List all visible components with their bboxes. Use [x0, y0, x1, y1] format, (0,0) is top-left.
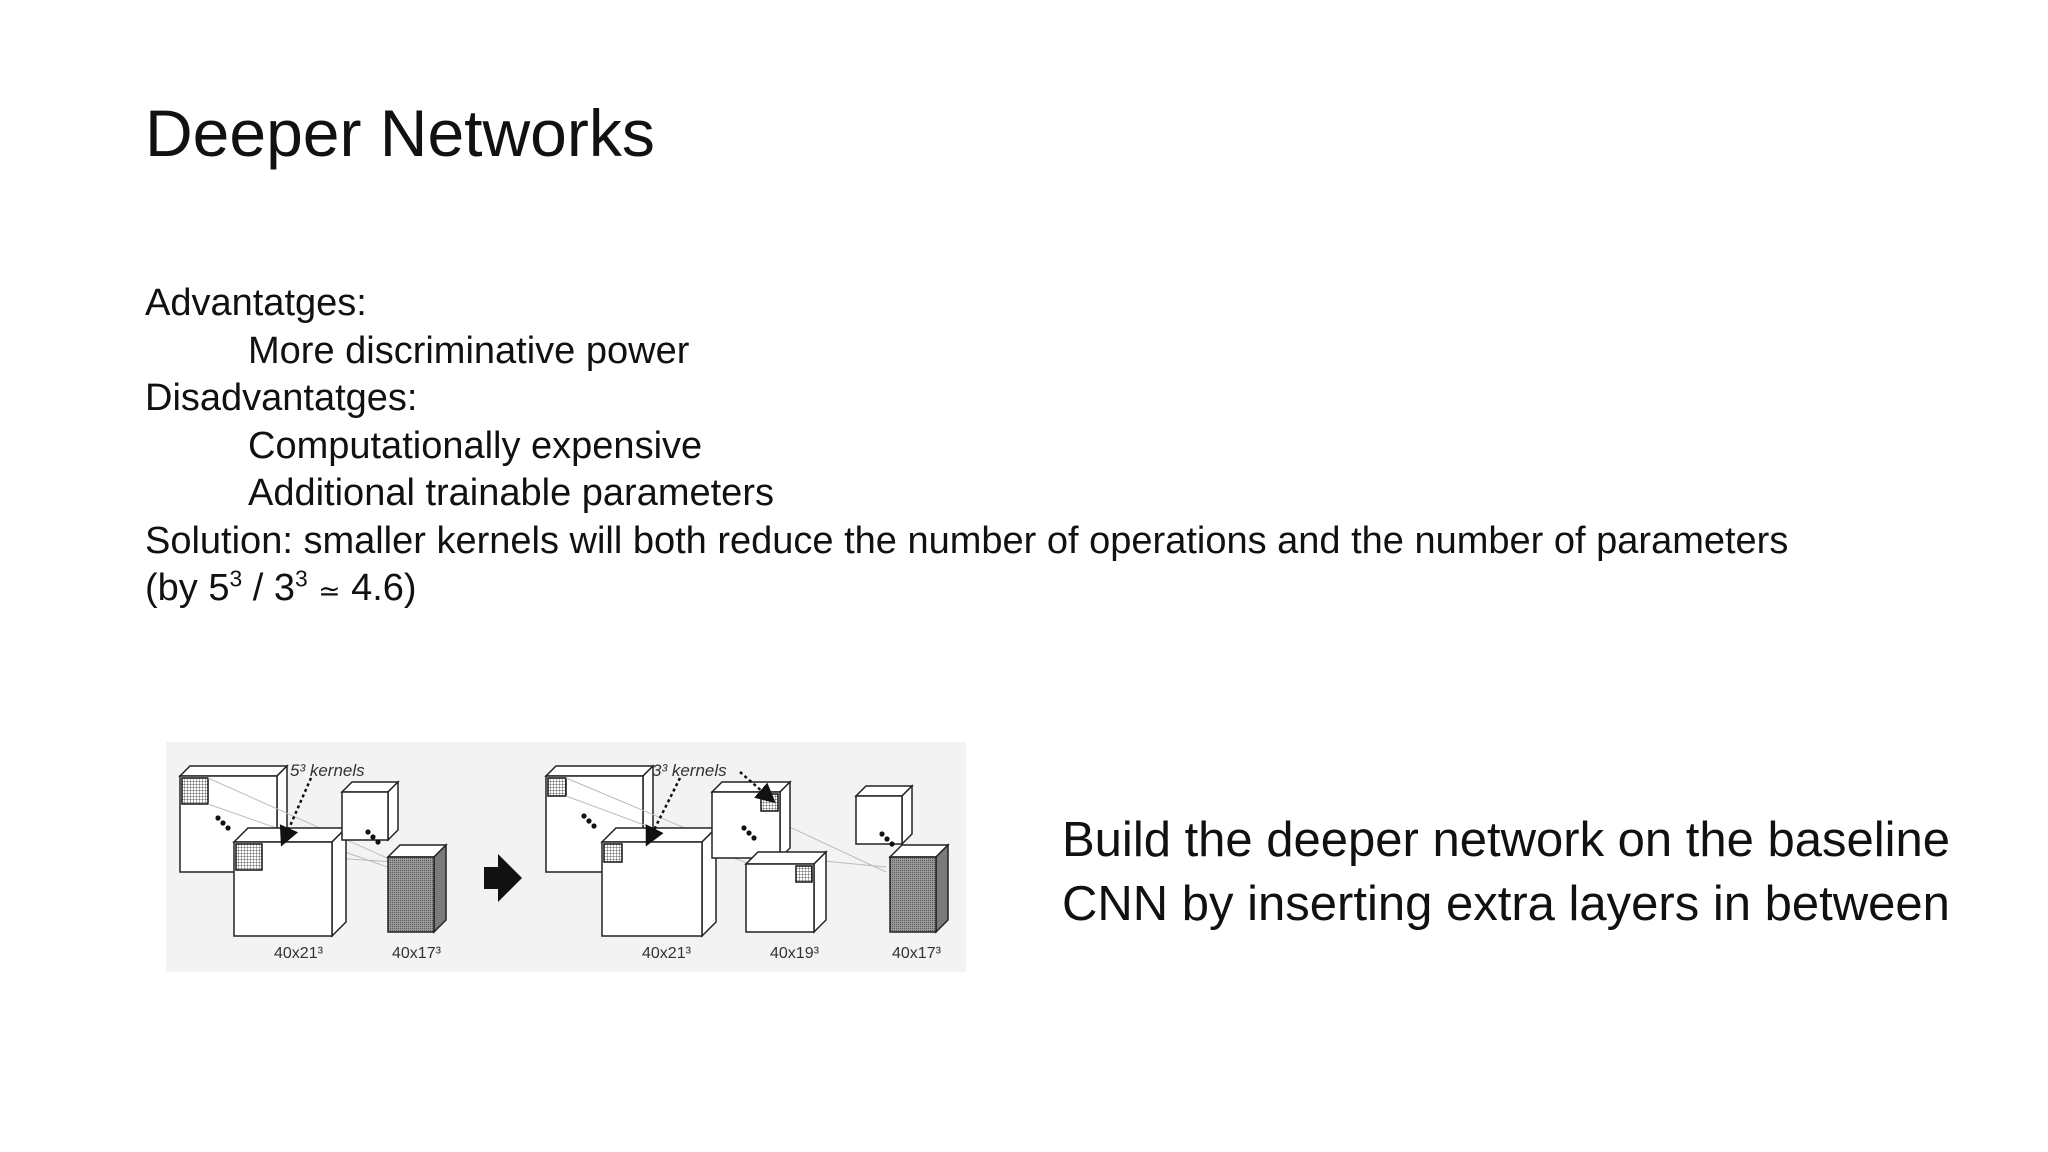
- ratio-exponent: 3: [294, 565, 308, 592]
- ratio-exponent: 3: [229, 565, 243, 592]
- solution-text: Solution: smaller kernels will both redu…: [145, 519, 1789, 562]
- dimension-label: 40x21³: [274, 945, 324, 962]
- cube-output-a: [386, 843, 448, 934]
- ratio-suffix: 4.6): [351, 567, 417, 609]
- dimension-label: 40x17³: [392, 945, 442, 962]
- ratio-text: (by 53 / 33 ≃ 4.6): [145, 565, 1788, 616]
- figure-caption: Build the deeper network on the baseline…: [1062, 808, 1950, 936]
- kernel-label-3: 3³ kernels: [652, 761, 727, 780]
- slide-title: Deeper Networks: [145, 96, 655, 170]
- caption-line: Build the deeper network on the baseline: [1062, 813, 1951, 867]
- ratio-middle: / 3: [242, 567, 295, 609]
- advantage-item: More discriminative power: [248, 329, 690, 372]
- disadvantages-heading: Disadvantatges:: [145, 377, 418, 419]
- ellipsis-dots: [879, 831, 895, 847]
- advantages-heading: Advantatges:: [145, 282, 367, 324]
- kernel-diagram: 5³ kernels 40x21³ 40x17³: [178, 761, 950, 962]
- cube-output-small-a: [340, 780, 400, 842]
- kernel-arrow: [739, 771, 776, 804]
- kernel-label-5: 5³ kernels: [290, 761, 365, 780]
- transform-arrow-icon: [484, 854, 522, 902]
- ellipsis-dots: [581, 813, 597, 829]
- cube-feature-b: [600, 826, 718, 938]
- disadvantage-item: Additional trainable parameters: [248, 472, 774, 514]
- caption-line: CNN by inserting extra layers in between: [1062, 877, 1950, 931]
- kernel-architecture-figure: 5³ kernels 40x21³ 40x17³: [166, 742, 966, 972]
- cube-feature-a: [232, 826, 348, 938]
- ratio-prefix: (by 5: [145, 567, 230, 609]
- slide-body: Advantatges: More discriminative power D…: [145, 280, 1788, 616]
- approx-symbol: ≃: [318, 576, 341, 606]
- cube-output-b: [888, 843, 950, 934]
- cube-feature-b2: [744, 850, 828, 934]
- dimension-label: 40x21³: [642, 945, 692, 962]
- dimension-label: 40x17³: [892, 945, 942, 962]
- ellipsis-dots: [365, 829, 381, 845]
- ellipsis-dots: [741, 825, 757, 841]
- disadvantage-item: Computationally expensive: [248, 424, 703, 467]
- ellipsis-dots: [215, 815, 231, 831]
- cube-middle-b: [710, 780, 792, 860]
- cube-output-small-b: [854, 784, 914, 846]
- dimension-label: 40x19³: [770, 945, 820, 962]
